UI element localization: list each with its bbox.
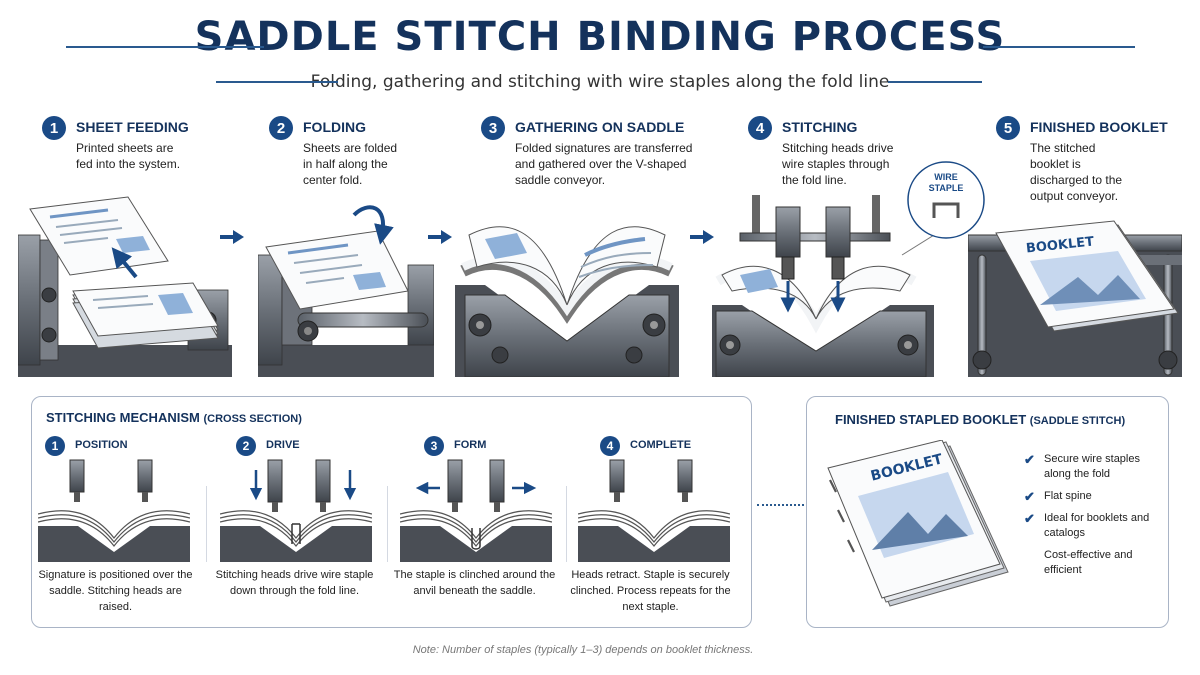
mechanism-divider (387, 486, 388, 562)
check-icon: ✔ (1024, 489, 1035, 504)
mechanism-step-number: 4 (600, 436, 620, 456)
mechanism-step-description: The staple is clinched around the anvil … (393, 569, 556, 597)
mechanism-step-description: Heads retract. Staple is securely clinch… (570, 569, 731, 613)
mechanism-panel-title: STITCHING MECHANISM (CROSS SECTION) (46, 410, 302, 425)
mechanism-divider (206, 486, 207, 562)
title-rule-left (66, 46, 264, 48)
page-title: SADDLE STITCH BINDING PROCESS (194, 14, 1006, 60)
step-title: FOLDING (303, 119, 366, 135)
check-icon: ✔ (1024, 452, 1035, 467)
mechanism-step-title: FORM (454, 439, 487, 451)
mechanism-step-description: Stitching heads drive wire staple down t… (215, 569, 374, 597)
mechanism-step-number: 2 (236, 436, 256, 456)
finished-title-suffix: (SADDLE STITCH) (1029, 415, 1126, 427)
step-number: 3 (481, 116, 505, 140)
subtitle-rule-right (888, 81, 982, 83)
stitching-heads-illustration (712, 195, 934, 377)
position-cross-section (38, 459, 190, 562)
step-title: STITCHING (782, 119, 858, 135)
benefit-item: ✔ Secure wire staples along the fold (1024, 452, 1164, 482)
mechanism-step-description: Signature is positioned over the saddle.… (38, 569, 193, 613)
mechanism-title: STITCHING MECHANISM (46, 410, 200, 425)
benefit-text: Ideal for booklets and catalogs (1044, 512, 1150, 539)
step-description: Folded signatures are transferred and ga… (515, 141, 693, 187)
step-number: 5 (996, 116, 1020, 140)
step-title: SHEET FEEDING (76, 119, 189, 135)
step-number: 4 (748, 116, 772, 140)
mechanism-step-number: 1 (45, 436, 65, 456)
step-number: 1 (42, 116, 66, 140)
wire-staple-line-1: WIRE (934, 172, 958, 182)
subtitle-rule-left (216, 81, 338, 83)
mechanism-title-suffix: (CROSS SECTION) (203, 413, 302, 425)
form-cross-section (400, 459, 552, 562)
wire-staple-label: WIRE STAPLE (916, 172, 976, 194)
step-title: FINISHED BOOKLET (1030, 119, 1168, 135)
mechanism-step-title: DRIVE (266, 439, 300, 451)
step-title: GATHERING ON SADDLE (515, 119, 685, 135)
drive-cross-section (220, 459, 372, 562)
check-icon: ✔ (1024, 511, 1035, 526)
step-description: Stitching heads drive wire staples throu… (782, 141, 894, 187)
saddle-conveyor-illustration (455, 226, 679, 377)
flow-arrow-icon (220, 230, 244, 244)
wire-staple-callout (907, 161, 985, 239)
subtitle: Folding, gathering and stitching with wi… (310, 72, 890, 92)
step-number: 2 (269, 116, 293, 140)
wire-staple-line-2: STAPLE (928, 183, 964, 193)
stapled-booklet-illustration (827, 440, 1009, 607)
step-description: Printed sheets are fed into the system. (76, 141, 181, 171)
footnote: Note: Number of staples (typically 1–3) … (412, 644, 754, 656)
finished-panel-title: FINISHED STAPLED BOOKLET (SADDLE STITCH) (835, 412, 1125, 427)
benefit-text: Flat spine (1044, 490, 1092, 502)
folding-unit-illustration (258, 205, 434, 377)
title-rule-right (983, 46, 1135, 48)
benefit-item: ✔ Ideal for booklets and catalogs (1024, 511, 1164, 541)
flow-arrow-icon (428, 230, 452, 244)
mechanism-step-title: COMPLETE (630, 439, 692, 451)
output-conveyor-illustration (968, 220, 1182, 377)
benefit-text: Secure wire staples along the fold (1044, 453, 1140, 480)
panel-connector (757, 504, 804, 506)
sheet-feeder-illustration (18, 196, 232, 377)
mechanism-divider (566, 486, 567, 562)
mechanism-step-title: POSITION (75, 439, 128, 451)
finished-title: FINISHED STAPLED BOOKLET (835, 412, 1027, 427)
benefit-text: Cost-effective and efficient (1044, 549, 1133, 576)
step-description: The stitched booklet is discharged to th… (1030, 141, 1123, 203)
complete-cross-section (578, 459, 730, 562)
step-description: Sheets are folded in half along the cent… (303, 141, 398, 187)
benefit-item: ✔ Flat spine (1024, 489, 1164, 504)
mechanism-step-number: 3 (424, 436, 444, 456)
flow-arrow-icon (690, 230, 714, 244)
benefit-item: Cost-effective and efficient (1044, 548, 1164, 578)
